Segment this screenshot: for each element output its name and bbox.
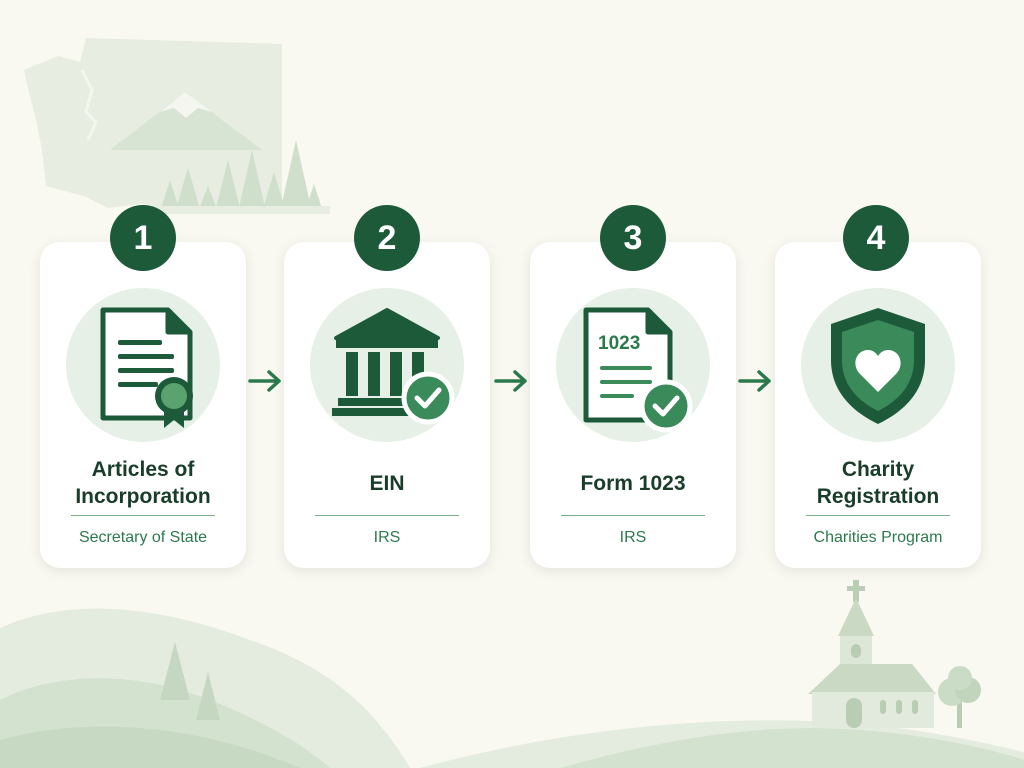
step-number-badge-2: 2 <box>354 205 420 271</box>
tree <box>938 666 981 728</box>
bank-building-check-icon <box>332 308 455 425</box>
icon-circle <box>801 288 955 442</box>
step-number-badge-4: 4 <box>843 205 909 271</box>
church <box>808 580 936 728</box>
divider <box>315 515 459 516</box>
step-number-badge-1: 1 <box>110 205 176 271</box>
step-card-articles-of-incorporation: Articles of Incorporation Secretary of S… <box>40 242 246 568</box>
arrow-right-icon <box>248 370 281 392</box>
form-number-label: 1023 <box>598 333 640 354</box>
divider <box>71 515 215 516</box>
pine-trees <box>160 140 323 212</box>
step-title: Form 1023 <box>580 471 686 495</box>
form-document-check-icon: 1023 <box>583 307 693 433</box>
icon-circle: 1023 <box>556 288 710 442</box>
step-title: Charity Registration <box>816 458 940 508</box>
step-number-badge-3: 3 <box>600 205 666 271</box>
step-card-charity-registration: Charity Registration Charities Program <box>775 242 981 568</box>
step-subtitle: Charities Program <box>813 529 943 546</box>
step-title: EIN <box>369 471 405 495</box>
arrow-right-icon <box>494 370 527 392</box>
icon-circle <box>310 288 464 442</box>
step-subtitle: IRS <box>619 529 647 546</box>
step-subtitle: IRS <box>373 529 401 546</box>
divider <box>561 515 705 516</box>
step-title: Articles of Incorporation <box>75 458 211 508</box>
mountain <box>110 92 262 150</box>
step-card-ein: EIN IRS <box>284 242 490 568</box>
shield-heart-icon <box>831 308 925 424</box>
icon-circle <box>66 288 220 442</box>
step-subtitle: Secretary of State <box>78 529 208 546</box>
divider <box>806 515 950 516</box>
arrow-right-icon <box>738 370 771 392</box>
certificate-document-icon <box>100 307 193 428</box>
step-card-form-1023: 1023 Form 1023 IRS <box>530 242 736 568</box>
